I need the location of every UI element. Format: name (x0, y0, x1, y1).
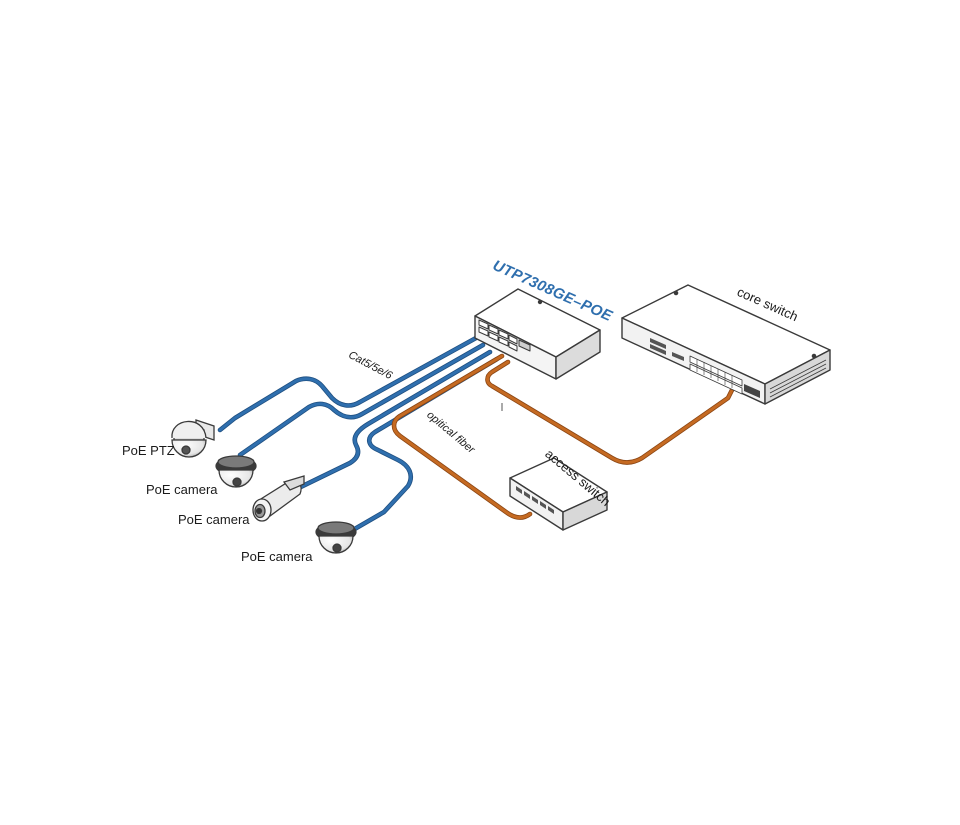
poe-camera-label-1: PoE camera (146, 482, 218, 497)
core-switch-icon (621, 284, 831, 405)
access-switch-icon (509, 457, 608, 531)
poe-camera-label-2: PoE camera (178, 512, 250, 527)
poe-switch-icon (474, 288, 601, 380)
ptz-dome-camera-icon (171, 419, 215, 458)
poe-ptz-label: PoE PTZ (122, 443, 175, 458)
fiber-cables (391, 353, 735, 520)
bullet-camera-icon (252, 475, 305, 522)
dome-camera-icon (215, 455, 257, 488)
copper-cables (217, 335, 500, 537)
dome-camera-icon (315, 521, 357, 554)
poe-camera-label-3: PoE camera (241, 549, 313, 564)
